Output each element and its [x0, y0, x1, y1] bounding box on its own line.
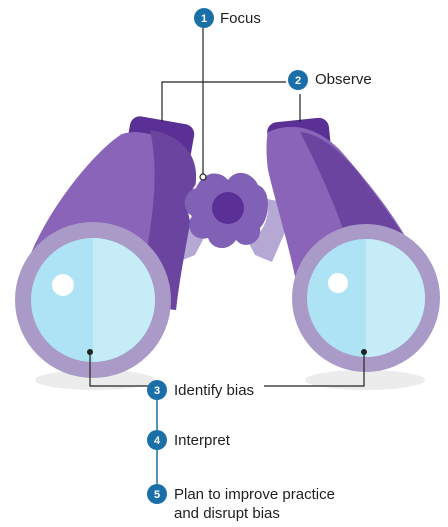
- step-2-label: Observe: [315, 71, 372, 88]
- right-ground-shadow: [305, 370, 425, 390]
- focus-hub: [185, 168, 268, 248]
- focus-leader-dot: [200, 174, 206, 180]
- step-2-number: 2: [295, 75, 301, 87]
- step-3-label: Identify bias: [174, 382, 254, 399]
- step-3-number: 3: [154, 385, 160, 397]
- step-1-label: Focus: [220, 10, 261, 27]
- right-lens-dot: [361, 349, 367, 355]
- left-lens-dot: [87, 349, 93, 355]
- step-4-number: 4: [154, 435, 161, 447]
- step-3: 3 Identify bias: [147, 380, 254, 400]
- step-5: 5 Plan to improve practice and disrupt b…: [147, 484, 335, 522]
- step-5-label-line-2: and disrupt bias: [174, 505, 280, 522]
- step-1-number: 1: [201, 13, 207, 25]
- step-4: 4 Interpret: [147, 430, 231, 450]
- step-5-number: 5: [154, 489, 160, 501]
- step-2: 2 Observe: [288, 70, 372, 90]
- left-lens: [15, 222, 171, 378]
- step-5-label-line-1: Plan to improve practice: [174, 486, 335, 503]
- step-1: 1 Focus: [194, 8, 261, 28]
- step-4-label: Interpret: [174, 432, 231, 449]
